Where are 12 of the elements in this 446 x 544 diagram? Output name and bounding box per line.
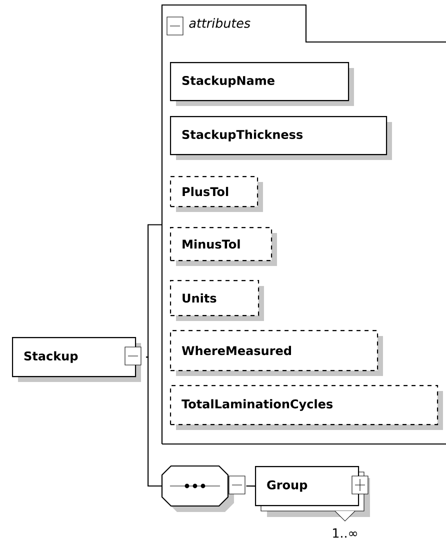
occurrence-label: 1..∞	[333, 528, 357, 538]
connector-line	[146, 356, 162, 487]
attribute-box: StackupName	[170, 62, 354, 106]
connector-line	[246, 485, 255, 487]
optional-attribute-box: WhereMeasured	[170, 330, 383, 376]
element-box: Stackup	[12, 337, 141, 382]
connector-line	[146, 224, 162, 358]
attribute-box: StackupThickness	[170, 116, 392, 160]
optional-attribute-box: PlusTol	[170, 176, 263, 212]
optional-attribute-box: TotalLaminationCycles	[170, 385, 443, 430]
optional-attribute-box: Units	[170, 280, 264, 321]
optional-attribute-box: MinusTol	[170, 227, 277, 266]
